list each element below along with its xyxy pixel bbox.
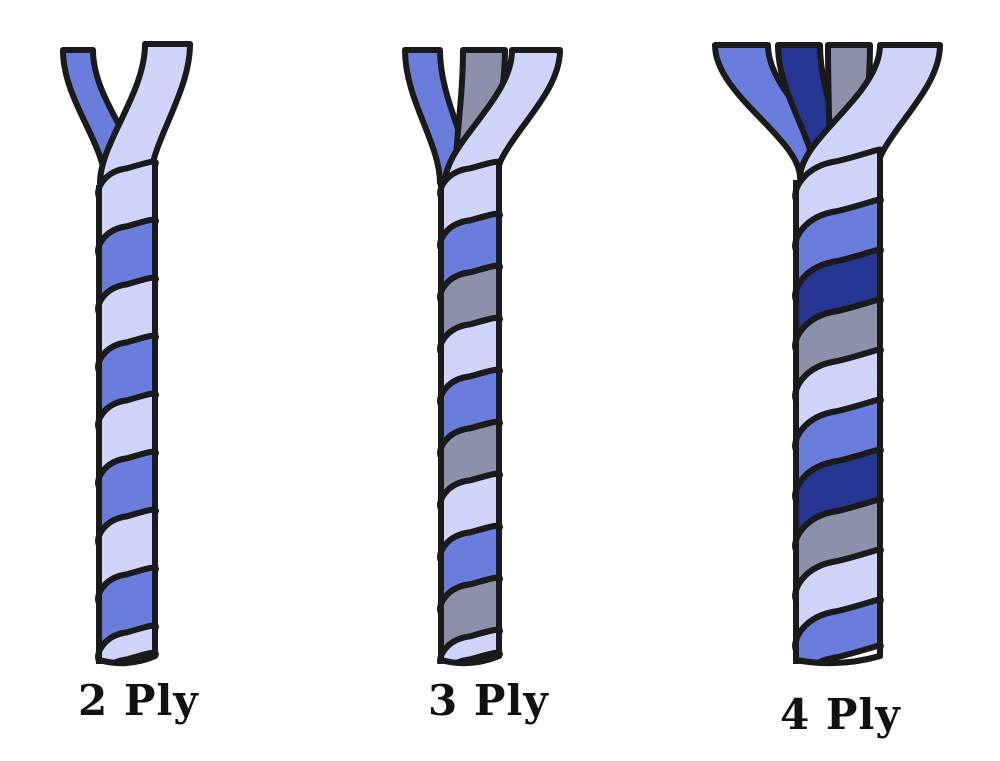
rope-3-ply [402, 47, 563, 704]
rope-2-ply [60, 41, 193, 704]
rope-4-ply [712, 42, 943, 704]
label-2-ply: 2 Ply [78, 676, 199, 725]
rope-bottom-mask [89, 664, 165, 704]
rope-bottom-mask [786, 664, 890, 704]
rope-bottom-edge [793, 653, 883, 667]
rope-bottom-edge [96, 653, 158, 667]
label-3-ply: 3 Ply [428, 676, 549, 725]
rope-bottom-mask [431, 664, 509, 704]
label-4-ply: 4 Ply [780, 690, 901, 739]
rope-bottom-edge [438, 653, 502, 667]
